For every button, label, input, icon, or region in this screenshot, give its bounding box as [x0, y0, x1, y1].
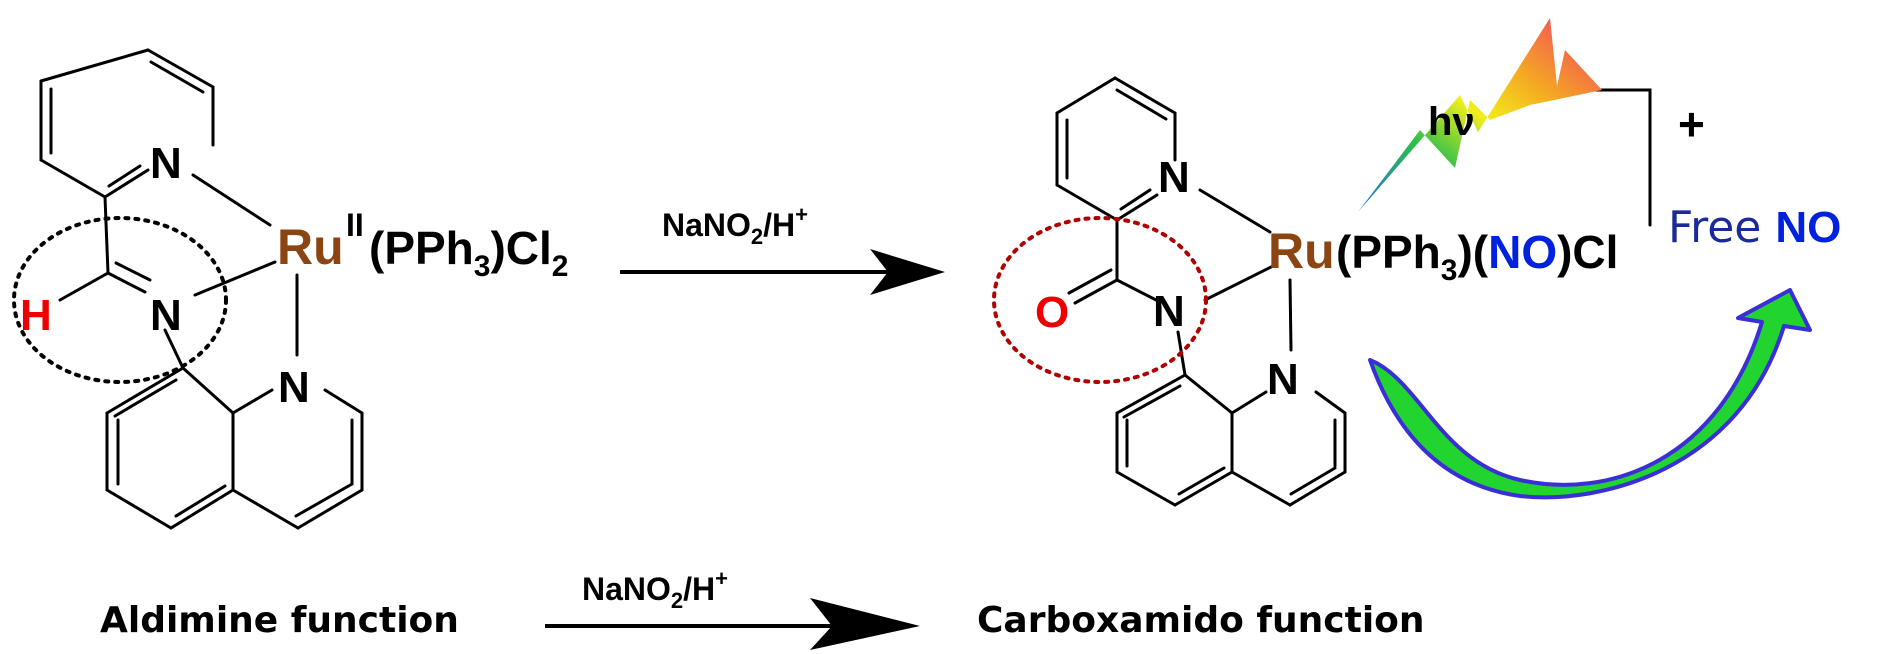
bottom-reagent-label: NaNO2/H+	[582, 566, 728, 613]
left-ru-nim-bond	[193, 260, 277, 297]
right-ru-nq-bond	[1288, 278, 1293, 352]
right-ligands-label: (PPh3)(NO)Cl	[1336, 226, 1618, 287]
left-pyridine-n-label: N	[150, 139, 182, 188]
left-imine-n-label: N	[150, 291, 182, 340]
complex-charge: +	[1678, 98, 1705, 150]
left-quinoline-ring	[105, 366, 364, 530]
top-reagent-label: NaNO2/H+	[662, 202, 808, 249]
left-oxidation-state: II	[346, 207, 364, 243]
right-quinoline-n-label: N	[1267, 355, 1299, 404]
right-ru-label: Ru	[1268, 223, 1335, 279]
left-c-c-bond	[103, 195, 110, 275]
left-complex	[12, 48, 364, 530]
release-curved-arrow	[1368, 288, 1812, 500]
right-pyridine-n-label: N	[1158, 153, 1190, 202]
right-ru-npy-bond	[1198, 188, 1272, 234]
light-bolt-icon	[1358, 18, 1602, 212]
left-ligands-label: (PPh3)Cl2	[369, 222, 568, 283]
nitrosyl-ligand: NO	[1488, 226, 1557, 278]
light-symbol: hν	[1428, 100, 1475, 144]
right-amide-n-label: N	[1153, 287, 1185, 336]
left-n-aryl-bond	[163, 328, 185, 370]
right-complex	[992, 76, 1652, 507]
left-pyridine-ring	[39, 48, 215, 199]
carboxamido-function-label: Carboxamido function	[977, 600, 1425, 641]
left-highlight-ellipse	[12, 216, 228, 384]
charge-bracket	[1580, 88, 1652, 227]
left-c-h-bond	[58, 271, 110, 302]
right-pyridine-ring	[1055, 76, 1177, 222]
left-hydrogen-label: H	[20, 291, 52, 340]
left-imine-double-bond	[106, 271, 147, 294]
bottom-reaction-arrow	[545, 598, 920, 650]
right-c-n-bond	[1115, 278, 1162, 304]
top-reaction-arrow	[620, 249, 945, 295]
right-oxygen-label: O	[1035, 288, 1069, 337]
left-ru-label: Ru	[277, 219, 344, 275]
right-ru-nam-bond	[1203, 263, 1277, 302]
right-c-o-double-bond	[1073, 278, 1119, 305]
left-quinoline-n-label: N	[278, 363, 310, 412]
left-ru-npy-bond	[191, 173, 272, 227]
aldimine-function-label: Aldimine function	[100, 600, 459, 641]
right-quinoline-ring	[1115, 373, 1347, 507]
right-highlight-ellipse	[992, 216, 1208, 384]
